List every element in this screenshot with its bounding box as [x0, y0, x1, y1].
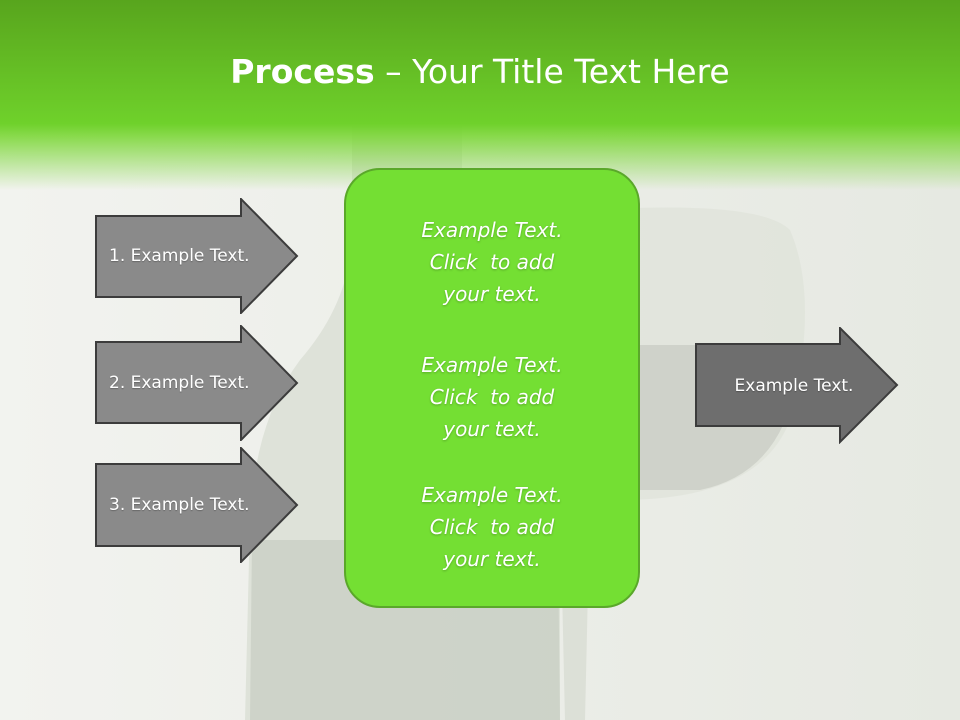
arrow-shape — [695, 327, 899, 444]
right-arrow[interactable]: Example Text. — [695, 327, 899, 444]
header-band — [0, 0, 960, 190]
title-rest: – Your Title Text Here — [374, 52, 730, 91]
center-item-2-line3: your text. — [443, 417, 541, 441]
title-bold: Process — [230, 52, 375, 91]
center-item-1: Example Text. Click to add your text. — [346, 214, 638, 310]
slide-title: Process – Your Title Text Here — [0, 52, 960, 91]
center-item-2: Example Text. Click to add your text. — [346, 349, 638, 445]
center-item-2-line1: Example Text. — [421, 353, 563, 377]
center-item-1-line3: your text. — [443, 282, 541, 306]
center-item-1-line1: Example Text. — [421, 218, 563, 242]
center-item-3-line3: your text. — [443, 547, 541, 571]
arrow-shape — [95, 325, 299, 441]
arrow-shape — [95, 447, 299, 563]
left-arrow-2[interactable]: 2. Example Text. — [95, 325, 299, 441]
left-arrow-1-label: 1. Example Text. — [109, 246, 250, 266]
left-arrow-2-label: 2. Example Text. — [109, 373, 250, 393]
arrow-shape — [95, 198, 299, 314]
left-arrow-1[interactable]: 1. Example Text. — [95, 198, 299, 314]
left-arrow-3[interactable]: 3. Example Text. — [95, 447, 299, 563]
right-arrow-label: Example Text. — [734, 375, 854, 396]
left-arrow-3-label: 3. Example Text. — [109, 495, 250, 515]
center-item-1-line2: Click to add — [429, 250, 555, 274]
center-item-3-line2: Click to add — [429, 515, 555, 539]
center-item-3: Example Text. Click to add your text. — [346, 479, 638, 575]
center-item-2-line2: Click to add — [429, 385, 555, 409]
center-item-3-line1: Example Text. — [421, 483, 563, 507]
center-content-box[interactable]: Example Text. Click to add your text. Ex… — [344, 168, 640, 608]
